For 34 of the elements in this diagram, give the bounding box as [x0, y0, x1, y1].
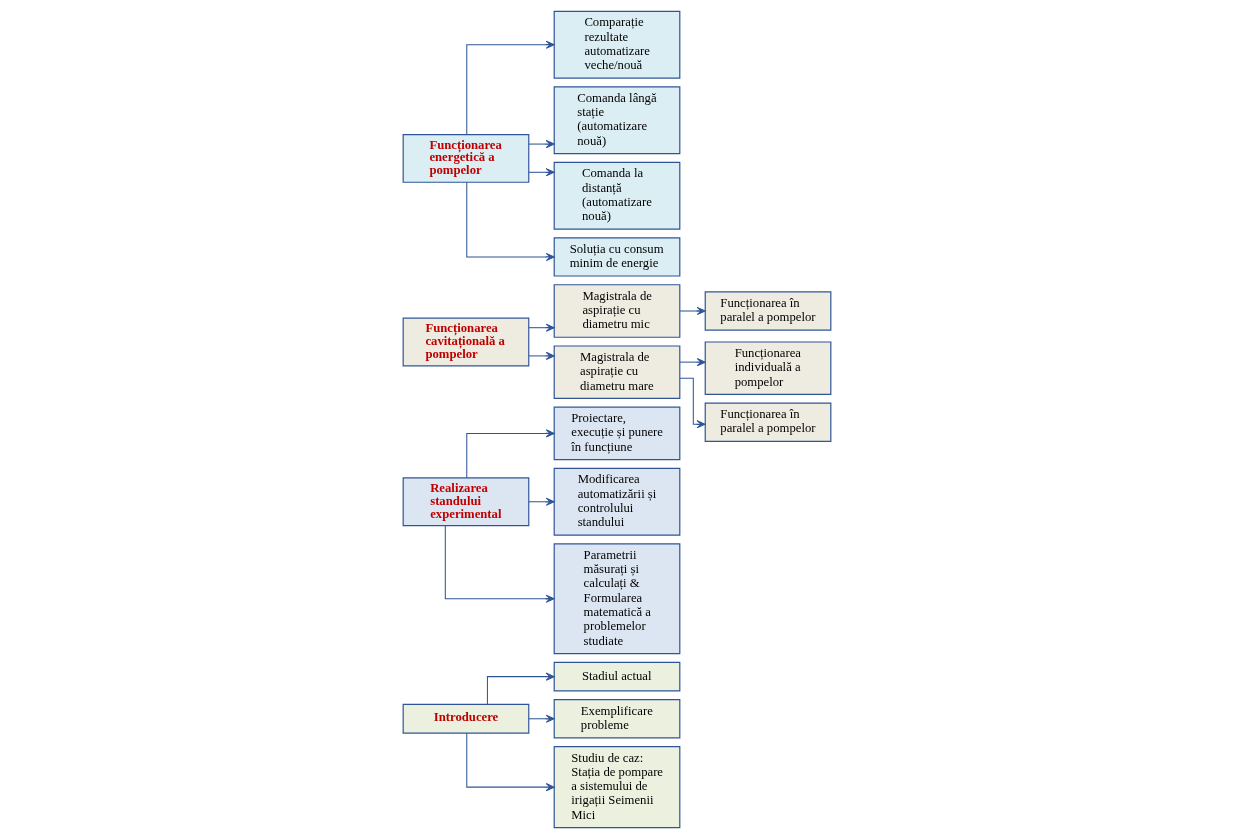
arrow	[528, 714, 555, 723]
node-box: Funcționarea cavitațională a pompelor	[402, 317, 530, 367]
node-box: Soluția cu consum minim de energie	[553, 237, 681, 277]
arrow	[528, 323, 555, 332]
node-box: Magistrala de aspirație cu diametru mare	[553, 345, 681, 400]
node-box: Funcționarea în paralel a pompelor	[704, 291, 832, 331]
node-box: Realizarea standului experimental	[402, 477, 530, 527]
node-box: Comanda lângă stație (automatizare nouă)	[553, 86, 681, 155]
node-box: Parametrii măsurați și calculați & Formularea matematică a problemelor studiate	[553, 543, 681, 655]
arrow	[679, 358, 706, 367]
node-box: Stadiul actual	[553, 661, 681, 692]
node-box: Studiu de caz: Stația de pompare a sistemului de irigații Seimenii Mici	[553, 746, 681, 829]
arrow	[528, 140, 555, 149]
arrow	[466, 429, 555, 479]
arrow	[528, 168, 555, 177]
arrow	[466, 732, 555, 792]
node-box: Modificarea automatizării și controlului standului	[553, 467, 681, 536]
arrow	[679, 306, 706, 316]
arrow	[444, 525, 555, 603]
node-box: Comparație rezultate automatizare veche/nouă	[553, 10, 681, 79]
arrow	[466, 40, 555, 135]
node-box: Funcționarea energetică a pompelor	[402, 133, 530, 183]
node-box: Funcționarea individuală a pompelor	[704, 341, 832, 396]
arrow	[528, 351, 555, 360]
node-box: Introducere	[402, 703, 530, 734]
node-box: Funcționarea în paralel a pompelor	[704, 402, 832, 442]
arrow	[528, 497, 555, 506]
node-box: Exemplificare probleme	[553, 699, 681, 739]
arrow	[466, 181, 555, 262]
arrow	[679, 377, 706, 429]
node-box: Comanda la distanță (automatizare nouă)	[553, 161, 681, 230]
arrow	[486, 672, 555, 705]
node-box: Magistrala de aspirație cu diametru mic	[553, 284, 681, 338]
node-box: Proiectare, execuție și punere în funcțiune	[553, 406, 681, 461]
